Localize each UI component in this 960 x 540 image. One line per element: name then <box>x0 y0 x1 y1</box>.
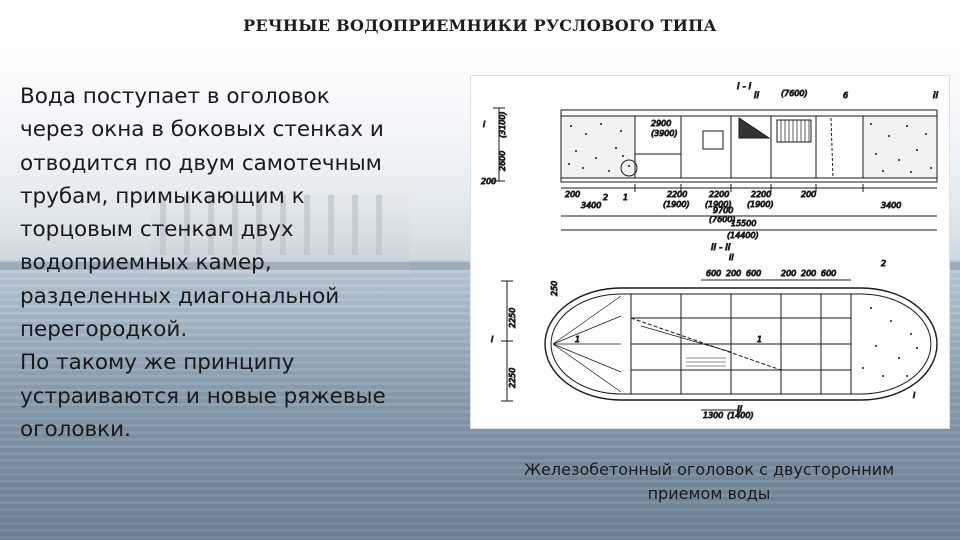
figure-caption: Железобетонный оголовок с двусторонним п… <box>470 458 948 506</box>
section-top-label: I - I <box>737 82 752 92</box>
dim-vertical-label: (3900) <box>651 129 678 138</box>
body-line: устраиваются и новые ряжевые <box>20 383 386 409</box>
dim-label: (1900) <box>663 200 690 209</box>
body-line: отводится по двум самотечным <box>20 150 382 176</box>
mark-bottom-ii-2: II <box>737 405 743 415</box>
mark-left-top: I <box>483 120 486 129</box>
dim-top-label: 200 <box>781 269 796 278</box>
dim-top-label: 200 <box>801 269 816 278</box>
body-line: Вода поступает в оголовок <box>20 84 330 109</box>
pipe-section <box>620 159 638 177</box>
concrete-dots-plan <box>862 307 918 377</box>
caption-line: Железобетонный оголовок с двусторонним <box>523 460 895 479</box>
dim-top-label: 200 <box>726 269 741 278</box>
mark-bottom-2: 2 <box>881 259 886 268</box>
dim-vertical-label: 2250 <box>508 368 517 388</box>
dim-label: 2200 <box>667 190 687 199</box>
fan-lines-left <box>552 295 622 393</box>
dim-label: 15500 <box>731 219 756 228</box>
dim-vertical-label: 2900 <box>651 119 671 128</box>
label-1b: 1 <box>757 335 762 344</box>
dim-small: (7600) <box>781 89 808 98</box>
mark-right-bottom: I <box>913 391 916 400</box>
dim-vertical-label: 250 <box>550 281 559 296</box>
body-line: оголовки. <box>20 416 131 442</box>
dim-top-label: 600 <box>821 269 836 278</box>
hatch-lines <box>686 357 726 367</box>
drawing-svg: I - I II II I 2600 (3100) 200 <box>481 82 940 421</box>
dim-bottom-label: 1300 <box>703 411 723 420</box>
dim-top-label: 600 <box>746 269 761 278</box>
concrete-dots-right <box>870 123 932 173</box>
dim-label: 9700 <box>713 206 733 215</box>
background-building <box>150 185 410 275</box>
body-line: перегородкой. <box>20 317 188 343</box>
window-opening <box>702 130 724 150</box>
dim-label: (14400) <box>727 231 759 240</box>
dim-label: (1900) <box>705 200 732 209</box>
diagonal-partition <box>738 117 771 139</box>
body-line: через окна в боковых стенках и <box>20 117 384 143</box>
mark-left-bottom: I <box>491 335 494 344</box>
intake-body-plan <box>544 287 938 401</box>
dim-vertical-label: 200 <box>481 177 496 186</box>
concrete-dots-left <box>568 123 630 172</box>
slide-body-text: Вода поступает в оголовок через окна в б… <box>20 80 465 446</box>
body-line: По такому же принципу <box>20 350 295 376</box>
section-i-i: I - I II II I 2600 (3100) 200 <box>481 82 940 241</box>
dim-label: 200 <box>801 190 816 199</box>
caption-line: приемом воды <box>647 484 771 503</box>
technical-drawing: I - I II II I 2600 (3100) 200 <box>470 75 950 429</box>
concrete-block-left <box>560 115 636 179</box>
section-bottom-label: II - II <box>711 243 731 253</box>
dim-label: 2200 <box>751 190 771 199</box>
label-1: 1 <box>575 335 580 344</box>
screen-bars <box>780 120 810 142</box>
mark-top-2: II <box>933 91 939 101</box>
slide-title: РЕЧНЫЕ ВОДОПРИЕМНИКИ РУСЛОВОГО ТИПА <box>243 16 717 35</box>
dim-small: 6 <box>843 91 848 100</box>
dim-label: 200 <box>565 190 580 199</box>
section-ii-ii: II - II II 600 200 600 200 200 600 2 225… <box>491 243 938 421</box>
concrete-block-right <box>862 115 938 179</box>
body-line: торцовым стенкам двух <box>20 217 294 243</box>
mark-bottom-ii: II <box>729 253 734 262</box>
dim-small: 1 <box>623 193 628 202</box>
dim-bottom-label: (1400) <box>727 411 754 420</box>
body-line: водоприемных камер, <box>20 250 272 276</box>
axis-line <box>830 117 834 179</box>
intake-inner-outline <box>550 293 932 395</box>
screen-grid <box>776 119 812 143</box>
dim-label: 3400 <box>881 201 901 210</box>
dim-vertical-label: 2600 <box>498 151 507 171</box>
body-line: разделенных диагональной <box>20 283 340 309</box>
dim-small: 2 <box>603 193 608 202</box>
dim-vertical-label: 2250 <box>508 308 517 328</box>
dim-label: (1900) <box>747 200 774 209</box>
dim-top-label: 600 <box>706 269 721 278</box>
pipe-line-plan <box>640 325 732 353</box>
body-line: трубам, примыкающим к <box>20 183 305 209</box>
dim-vertical-label: (3100) <box>498 111 507 138</box>
dim-label: 2200 <box>709 190 729 199</box>
dim-label: (7600) <box>709 215 736 224</box>
diagonal-partition-plan <box>630 317 782 371</box>
mark-top-1: II <box>754 91 760 101</box>
dim-label: 3400 <box>581 201 601 210</box>
